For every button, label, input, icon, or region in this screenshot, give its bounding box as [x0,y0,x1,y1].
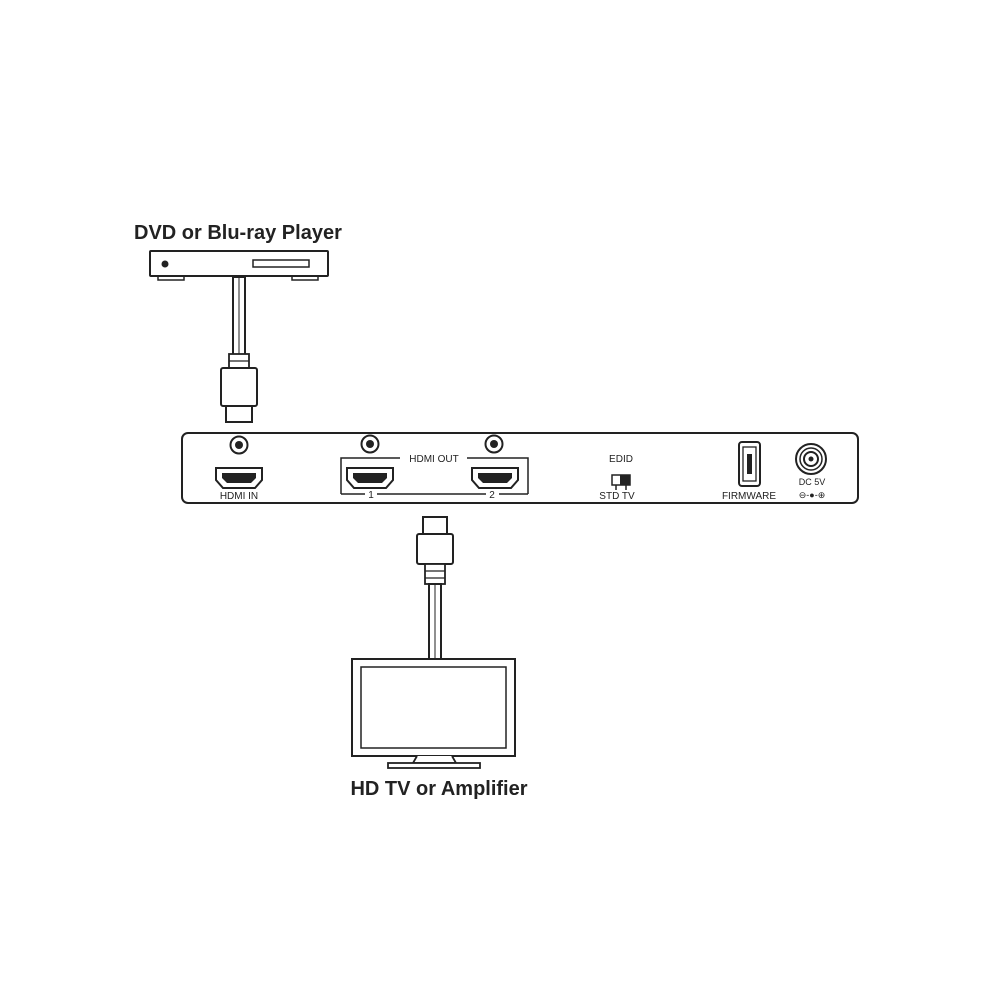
hdmi-out-1-port-icon [346,467,394,489]
edid-switch-icon [611,474,631,490]
hdmi-cable-icon [220,276,258,423]
firmware-label: FIRMWARE [722,491,776,502]
splitter-panel: HDMI IN HDMI OUT 1 2 [181,432,859,504]
edid-switch-label: STD TV [599,491,635,502]
hdmi-in-port-icon [215,467,263,489]
edid-label: EDID [609,454,633,465]
hdmi-out-2-port-icon [471,467,519,489]
hdmi-in-led-icon [229,435,249,455]
hdmi-out-2-led-icon [484,434,504,454]
dvd-player-icon [149,250,329,281]
hdmi-out-2-label: 2 [489,490,495,501]
hdmi-cable-icon [416,516,454,660]
tv-monitor-icon [351,658,516,769]
hdmi-out-label: HDMI OUT [409,454,458,465]
hdmi-in-label: HDMI IN [220,491,258,502]
hdmi-out-1-led-icon [360,434,380,454]
dc-jack-icon [795,443,827,475]
sink-device-label: HD TV or Amplifier [350,778,527,800]
usb-port-icon [738,441,761,487]
hdmi-out-bracket [340,457,529,495]
hdmi-out-1-label: 1 [368,490,374,501]
polarity-symbol-icon: ⊖-●-⊕ [799,490,826,500]
power-label: DC 5V [799,477,826,487]
source-device-label: DVD or Blu-ray Player [134,222,342,244]
